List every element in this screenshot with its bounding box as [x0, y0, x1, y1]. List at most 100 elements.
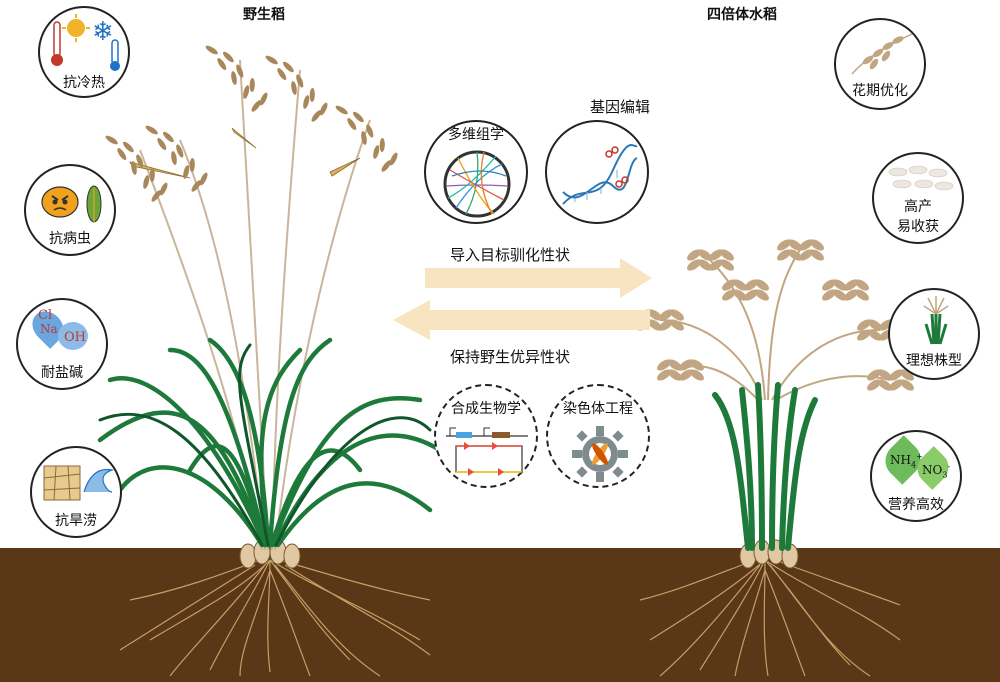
grain — [648, 309, 662, 321]
grain — [868, 319, 882, 331]
chem-no3: NO3- — [922, 462, 951, 480]
grain — [744, 289, 758, 301]
grain — [176, 144, 184, 158]
grain — [157, 138, 167, 150]
svg-text:❄: ❄ — [92, 17, 114, 47]
grain — [668, 359, 682, 371]
grain — [878, 379, 892, 391]
grain — [810, 239, 824, 251]
grain — [788, 239, 802, 251]
grain — [690, 359, 704, 371]
grain — [822, 279, 836, 291]
grain — [867, 369, 881, 381]
grain — [149, 168, 155, 182]
grain — [822, 289, 836, 301]
wild-rice-title: 野生稻 — [243, 7, 285, 23]
grain — [900, 379, 914, 391]
grain — [199, 172, 208, 186]
grain — [733, 289, 747, 301]
tech-gene-editing — [545, 120, 649, 224]
grain — [231, 71, 237, 85]
grain — [191, 180, 202, 192]
trait-label: 高产 — [904, 199, 932, 215]
tech-synthetic-biology: 合成生物学 — [434, 384, 538, 488]
domestication-arrow — [425, 258, 652, 298]
grain — [668, 369, 682, 381]
grain — [151, 190, 162, 202]
wild-leaves — [97, 337, 443, 548]
grain-icon — [888, 165, 954, 191]
grain — [687, 249, 701, 261]
grain — [389, 152, 398, 166]
chem-cl: Cl — [38, 308, 53, 323]
grain — [217, 58, 227, 70]
grain — [648, 319, 662, 331]
grain — [205, 45, 218, 55]
trait-yield: 高产 易收获 — [872, 152, 964, 244]
grain — [379, 138, 385, 152]
grain — [243, 85, 250, 99]
grain — [249, 78, 255, 92]
grain — [303, 95, 310, 109]
grain — [159, 182, 168, 196]
wild-panicles — [105, 45, 398, 202]
chem-nh4: NH4+ — [890, 452, 923, 470]
grain — [296, 74, 304, 88]
tech-omics: 多维组学 — [424, 120, 528, 224]
trait-label: 抗病虫 — [49, 231, 91, 247]
grain — [657, 369, 671, 381]
grain — [311, 110, 322, 122]
grain — [679, 359, 693, 371]
grain — [283, 61, 294, 73]
grain — [131, 161, 137, 175]
grain — [889, 369, 903, 381]
gear-icon — [572, 426, 628, 482]
grain — [722, 279, 736, 291]
grain — [868, 329, 882, 341]
chem-oh: OH — [64, 330, 86, 345]
grain — [720, 249, 734, 261]
tetraploid-rice-title: 四倍体水稻 — [707, 7, 777, 23]
grain — [799, 249, 813, 261]
grain — [709, 249, 723, 261]
grain — [744, 279, 758, 291]
grain — [855, 289, 869, 301]
grain — [670, 319, 684, 331]
trait-plant-type: 理想株型 — [888, 288, 980, 380]
wild-leaves-dark — [98, 343, 432, 547]
grain — [236, 64, 244, 78]
grain — [659, 319, 673, 331]
trait-label: 抗冷热 — [63, 75, 105, 91]
grain — [670, 309, 684, 321]
tetraploid-leaves — [712, 382, 818, 551]
grain — [381, 160, 392, 172]
grain — [755, 289, 769, 301]
grain — [833, 279, 847, 291]
grain — [259, 92, 268, 106]
grain — [900, 369, 914, 381]
grain — [251, 100, 262, 112]
tech-label: 合成生物学 — [451, 401, 521, 417]
grain — [698, 259, 712, 271]
grain — [143, 175, 150, 189]
wild-trait-arrow — [393, 300, 650, 340]
chem-na: Na — [40, 322, 58, 336]
grain — [709, 259, 723, 271]
trait-label: 花期优化 — [852, 83, 908, 99]
grain — [183, 165, 190, 179]
grain — [373, 145, 380, 159]
grain — [105, 135, 118, 145]
grain — [366, 124, 374, 138]
grain — [136, 154, 144, 168]
grain — [857, 329, 871, 341]
grain — [319, 102, 328, 116]
drought-flood-icon — [43, 465, 114, 501]
trait-nutrient: NH4+ NO3- 营养高效 — [870, 430, 962, 522]
trait-saline-alkali: Cl Na OH 耐盐碱 — [16, 298, 108, 390]
grain — [347, 118, 357, 130]
gene-circuit-icon — [446, 427, 528, 476]
pest-icon — [41, 185, 102, 223]
trait-label-2: 易收获 — [897, 219, 939, 235]
grain — [171, 151, 177, 165]
